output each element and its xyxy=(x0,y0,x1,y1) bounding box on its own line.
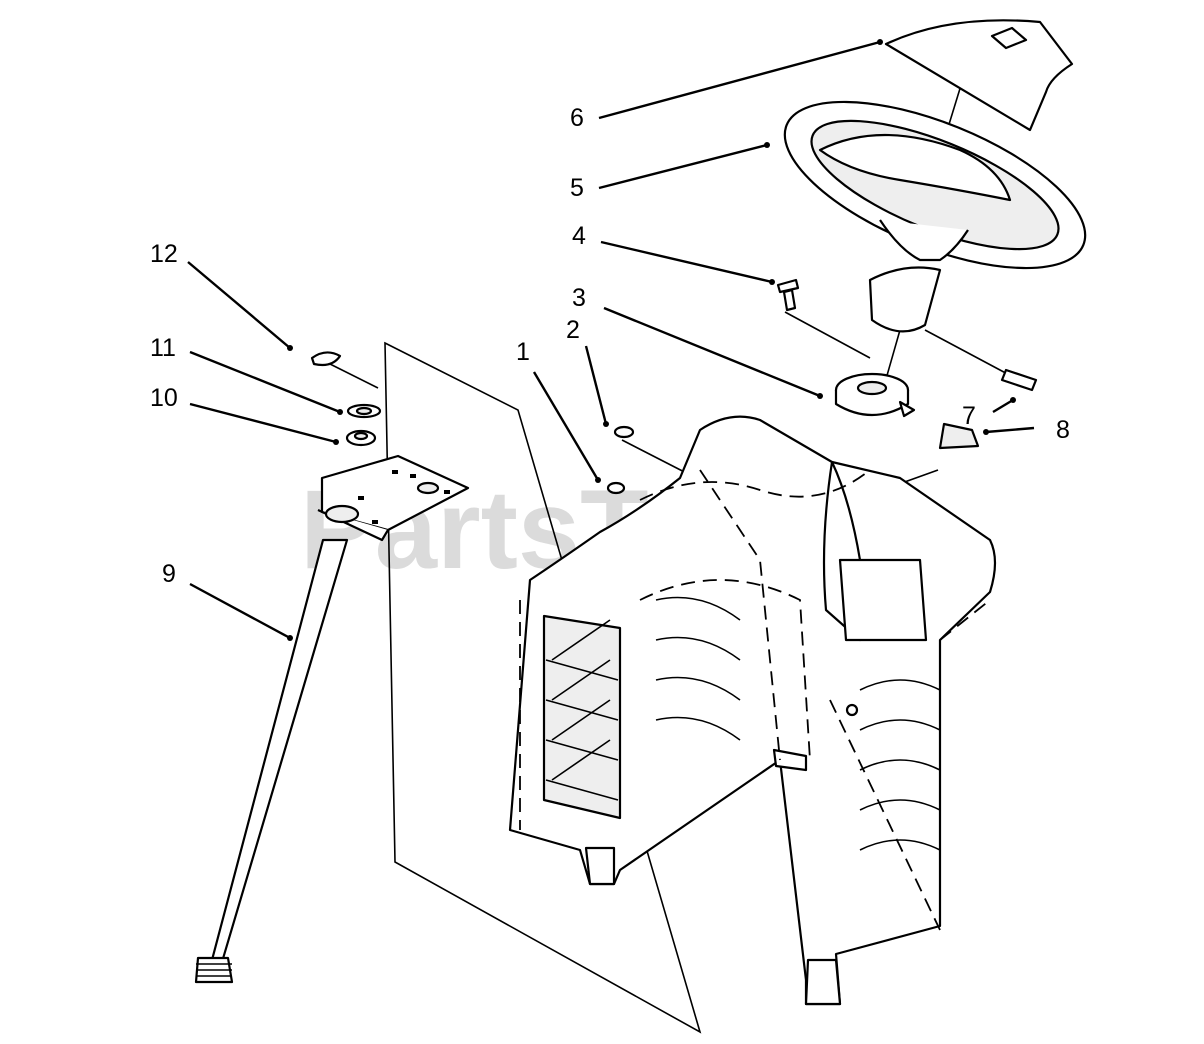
callout-7: 7 xyxy=(962,402,976,430)
clip-nut xyxy=(613,425,635,439)
callout-5: 5 xyxy=(570,174,584,202)
steering-shaft xyxy=(194,538,349,984)
steering-adapter xyxy=(834,372,916,418)
washer xyxy=(346,403,382,419)
callout-8: 8 xyxy=(1056,416,1070,444)
nut xyxy=(606,481,626,495)
callout-11: 11 xyxy=(150,334,176,362)
assembly-line-pin xyxy=(924,329,1016,379)
mounting-plate xyxy=(317,454,470,542)
callout-4: 4 xyxy=(572,222,586,250)
assembly-outline-left xyxy=(384,341,702,1034)
callout-3: 3 xyxy=(572,284,586,312)
leader-lines xyxy=(187,39,1035,641)
steering-wheel xyxy=(783,100,1087,333)
console-housing xyxy=(508,415,997,1006)
clip xyxy=(938,422,980,450)
steering-wheel-cap xyxy=(884,19,1074,132)
assembly-line-ring xyxy=(321,359,379,389)
callout-12: 12 xyxy=(150,240,178,268)
bushing xyxy=(345,429,377,447)
assembly-line-screw xyxy=(784,311,871,359)
callout-1: 1 xyxy=(516,338,530,366)
retaining-ring xyxy=(310,351,342,367)
callout-10: 10 xyxy=(150,384,178,412)
screw xyxy=(776,278,800,312)
callout-9: 9 xyxy=(162,560,176,588)
callout-2: 2 xyxy=(566,316,580,344)
callout-6: 6 xyxy=(570,104,584,132)
roll-pin xyxy=(1000,368,1038,392)
